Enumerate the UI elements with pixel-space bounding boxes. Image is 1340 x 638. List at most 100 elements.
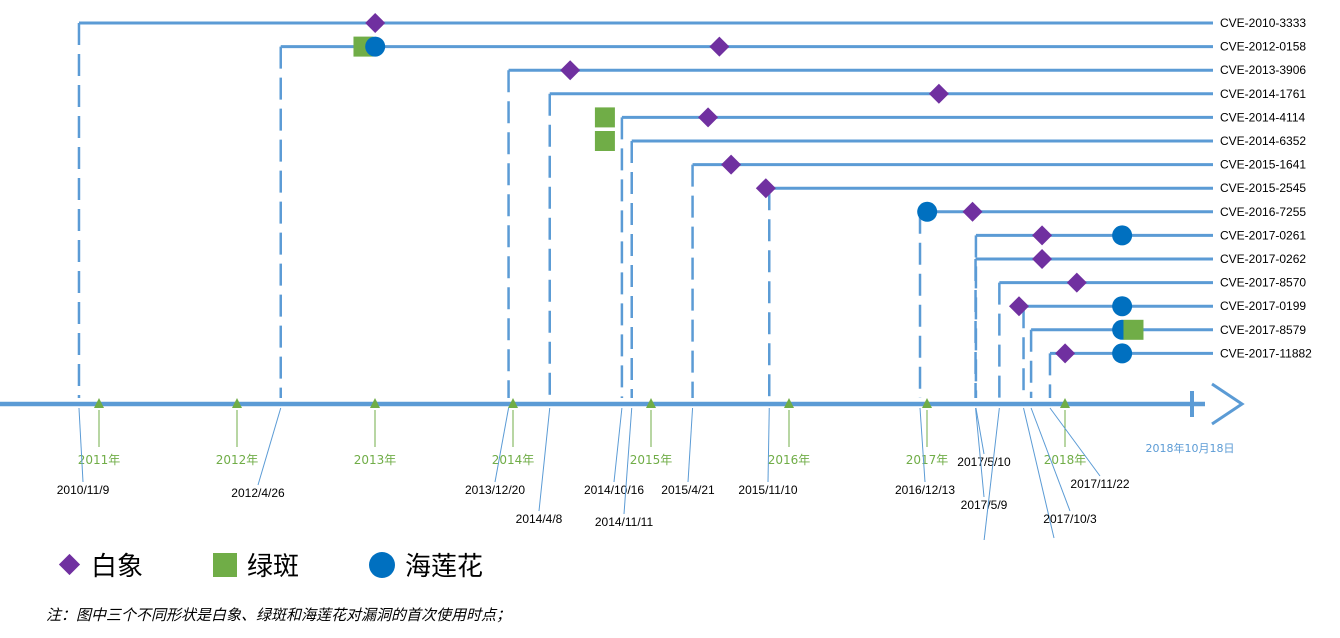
- circle-marker: [1112, 296, 1133, 317]
- diamond-marker: [560, 60, 581, 81]
- cve-row: 2013/12/20 CVE-2013-3906: [465, 60, 1306, 497]
- year-tick-marker: [1060, 398, 1070, 408]
- cve-id-label: CVE-2017-8579: [1220, 323, 1306, 337]
- disclosure-date-label: 2016/12/13: [895, 483, 955, 497]
- year-label: 2011年: [78, 453, 121, 467]
- disclosure-date-label: 2013/12/20: [465, 483, 525, 497]
- year-tick-marker: [922, 398, 932, 408]
- date-leader: [538, 407, 551, 512]
- cve-id-label: CVE-2017-0199: [1220, 299, 1306, 313]
- diamond-marker: [1009, 296, 1029, 317]
- circle-marker: [917, 201, 938, 222]
- disclosure-date-label: 2017/10/3: [1043, 512, 1097, 526]
- diamond-marker: [698, 107, 719, 128]
- circle-marker: [1112, 343, 1133, 364]
- cve-id-label: CVE-2017-8570: [1220, 276, 1306, 290]
- date-leader: [494, 407, 510, 483]
- axis-end-label: 2018年10月18日: [1146, 441, 1235, 455]
- circle-icon: [369, 551, 396, 578]
- disclosure-date-label: 2014/11/11: [595, 515, 654, 529]
- date-leader: [78, 407, 84, 483]
- legend-label: 白象: [91, 552, 144, 582]
- diamond-marker: [755, 178, 776, 199]
- cve-row: 2017/11/22 CVE-2017-11882: [1048, 343, 1312, 491]
- cve-row: 2014/11/11 CVE-2014-6352: [594, 131, 1306, 529]
- legend-item-baixiang: 白象: [58, 546, 143, 583]
- square-marker: [594, 107, 615, 128]
- cve-row: 2017/10/3 CVE-2017-8579: [1029, 319, 1306, 526]
- date-leader: [257, 407, 282, 486]
- cve-id-label: CVE-2017-0261: [1220, 228, 1306, 242]
- diamond-marker: [1055, 343, 1076, 364]
- date-leader: [1049, 407, 1101, 477]
- cve-row: 2010/11/9 CVE-2010-3333: [57, 13, 1306, 497]
- diamond-icon: [58, 553, 81, 576]
- disclosure-date-label: 2014/4/8: [516, 512, 563, 526]
- cve-row: 2017/5/10 CVE-2017-0261: [957, 225, 1306, 469]
- square-marker: [594, 131, 615, 151]
- cve-row: 2015/4/21 CVE-2015-1641: [661, 154, 1306, 497]
- cve-id-label: CVE-2017-0262: [1220, 252, 1306, 266]
- cve-row: 2014/4/8 CVE-2014-1761: [516, 83, 1306, 526]
- diamond-marker: [1032, 249, 1053, 269]
- date-leader: [687, 407, 694, 483]
- diamond-marker: [709, 36, 730, 57]
- cve-id-label: CVE-2010-3333: [1220, 16, 1306, 30]
- circle-marker: [365, 36, 386, 57]
- disclosure-date-label: 2012/4/26: [231, 486, 285, 500]
- date-leader: [767, 407, 770, 483]
- date-leader: [975, 407, 985, 455]
- cve-id-label: CVE-2014-1761: [1220, 87, 1306, 101]
- year-tick-marker: [94, 398, 104, 408]
- legend-label: 绿斑: [247, 552, 300, 582]
- axis-arrowhead: [1211, 382, 1245, 426]
- cve-row: 2017/9/13 CVE-2017-0199: [1009, 296, 1306, 540]
- disclosure-date-label: 2015/11/10: [738, 483, 797, 497]
- disclosure-date-label: 2017/5/10: [957, 455, 1011, 469]
- disclosure-date-label: 2010/11/9: [57, 483, 110, 497]
- cve-id-label: CVE-2016-7255: [1220, 205, 1306, 219]
- date-leader: [623, 407, 633, 515]
- date-leader: [613, 407, 623, 483]
- cve-id-label: CVE-2013-3906: [1220, 63, 1306, 77]
- cve-id-label: CVE-2012-0158: [1220, 40, 1306, 54]
- legend: 白象 绿斑 海莲花: [58, 546, 553, 583]
- disclosure-date-label: 2017/5/9: [961, 498, 1008, 512]
- footnote: 注：图中三个不同形状是白象、绿斑和海莲花对漏洞的首次使用时点；: [46, 606, 512, 624]
- disclosure-date-label: 2017/9/13: [1027, 539, 1081, 540]
- cve-row: 2014/10/16 CVE-2014-4114: [584, 107, 1305, 497]
- diamond-marker: [928, 83, 949, 104]
- year-label: 2013年: [354, 453, 397, 467]
- year-tick-marker: [508, 398, 518, 408]
- cve-id-label: CVE-2014-6352: [1220, 134, 1306, 148]
- disclosure-date-label: 2015/4/21: [661, 483, 715, 497]
- year-label: 2017年: [906, 453, 949, 467]
- disclosure-date-label: 2014/10/16: [584, 483, 644, 497]
- legend-item-hailianhua: 海莲花: [369, 546, 483, 583]
- diamond-marker: [721, 154, 742, 175]
- date-leader: [975, 407, 985, 498]
- cve-row: 2016/12/13 CVE-2016-7255: [895, 201, 1306, 497]
- cve-id-label: CVE-2015-2545: [1220, 181, 1306, 195]
- disclosure-date-label: 2017/11/22: [1070, 477, 1129, 491]
- date-leader: [1023, 407, 1055, 539]
- year-label: 2014年: [492, 453, 535, 467]
- square-marker: [1123, 319, 1144, 340]
- circle-marker: [1112, 225, 1133, 246]
- date-leader: [983, 407, 1000, 540]
- diamond-marker: [365, 13, 386, 33]
- cve-id-label: CVE-2015-1641: [1220, 158, 1306, 172]
- legend-label: 海莲花: [405, 552, 484, 582]
- date-leader: [919, 407, 926, 483]
- diamond-marker: [1032, 225, 1053, 246]
- date-leader: [1030, 407, 1071, 512]
- year-tick-marker: [784, 398, 794, 408]
- cve-id-label: CVE-2014-4114: [1220, 110, 1305, 124]
- cve-id-label: CVE-2017-11882: [1220, 346, 1312, 360]
- diamond-marker: [1066, 272, 1087, 293]
- year-label: 2018年: [1044, 453, 1087, 467]
- year-tick-marker: [646, 398, 656, 408]
- year-label: 2012年: [216, 453, 259, 467]
- cve-row: 2015/11/10 CVE-2015-2545: [738, 178, 1306, 497]
